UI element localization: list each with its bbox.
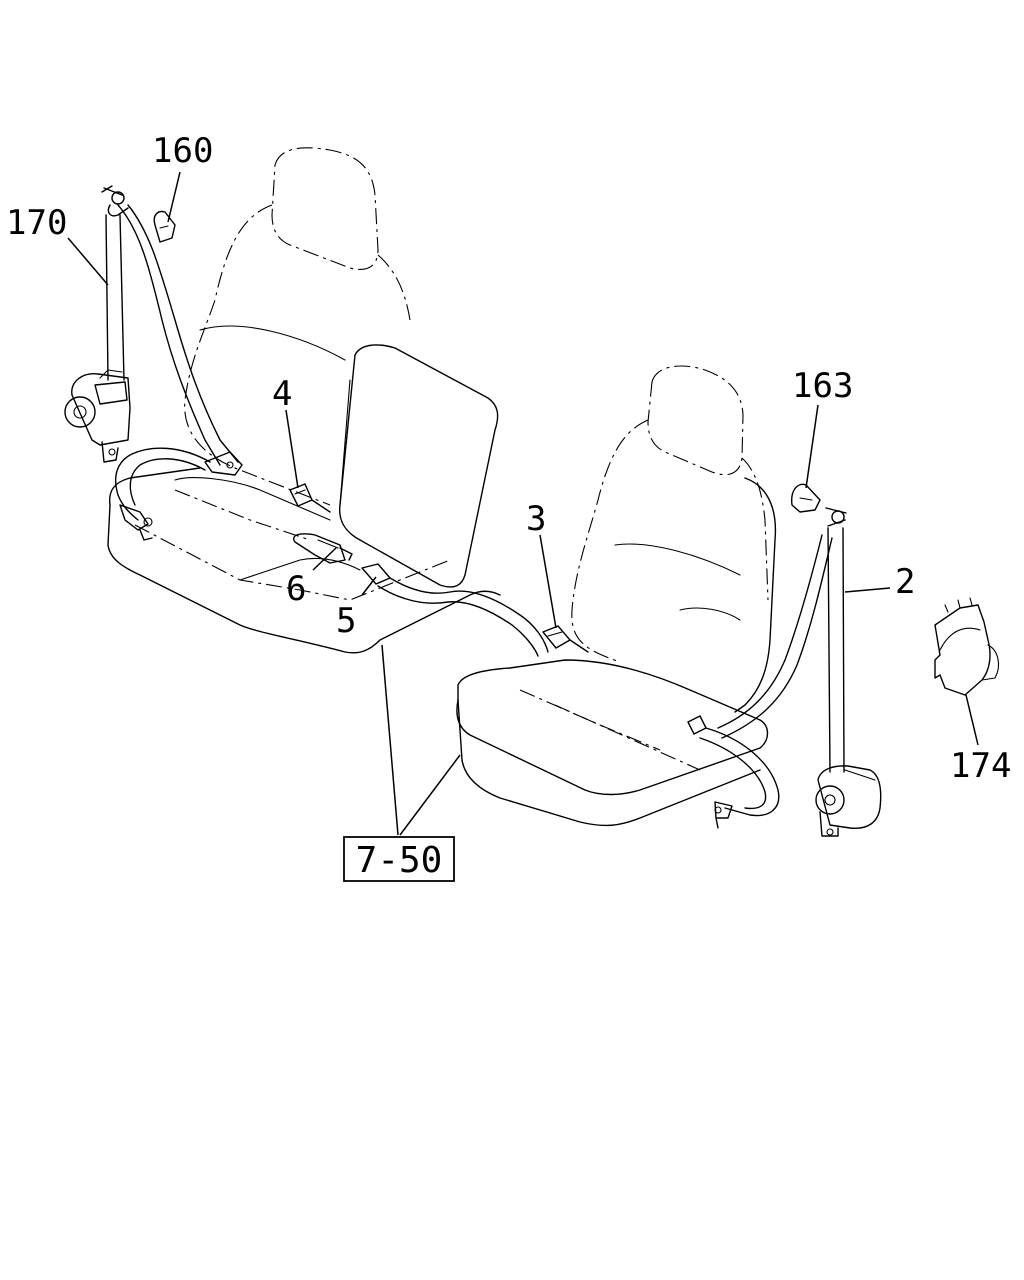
leader-170 — [67, 237, 109, 286]
reference-label: 7-50 — [356, 840, 443, 881]
left-seat — [107, 147, 501, 654]
callout-3: 3 — [526, 499, 546, 539]
callout-2: 2 — [895, 562, 915, 602]
leader-lines — [67, 171, 979, 836]
leader-160 — [167, 171, 181, 223]
callout-labels: 170 160 4 6 5 3 163 2 174 — [6, 131, 1011, 786]
cover-174 — [934, 597, 1000, 696]
leader-4 — [285, 409, 299, 489]
leader-ref-a — [381, 644, 399, 836]
buckle-4 — [289, 483, 331, 513]
buckle-6 — [293, 533, 353, 564]
cover-160 — [153, 210, 176, 243]
callout-4: 4 — [272, 374, 292, 414]
buckle-3 — [542, 625, 589, 653]
callout-160: 160 — [152, 131, 213, 171]
leader-5 — [361, 576, 377, 596]
leader-174 — [965, 694, 979, 746]
callout-170: 170 — [6, 203, 67, 243]
buckle-5 — [361, 563, 549, 657]
cover-163 — [791, 483, 821, 513]
right-retractor-belt-2 — [687, 507, 882, 837]
reference-box: 7-50 — [343, 836, 455, 882]
callout-5: 5 — [336, 601, 356, 641]
leader-163 — [805, 404, 819, 489]
leader-ref-b — [399, 754, 461, 836]
callout-174: 174 — [950, 746, 1011, 786]
left-retractor-belt-170 — [64, 185, 243, 541]
leader-3 — [539, 534, 557, 629]
callout-6: 6 — [286, 569, 306, 609]
callout-163: 163 — [792, 366, 853, 406]
leader-6 — [312, 547, 337, 571]
right-seat — [456, 365, 777, 827]
leader-2 — [844, 587, 891, 593]
